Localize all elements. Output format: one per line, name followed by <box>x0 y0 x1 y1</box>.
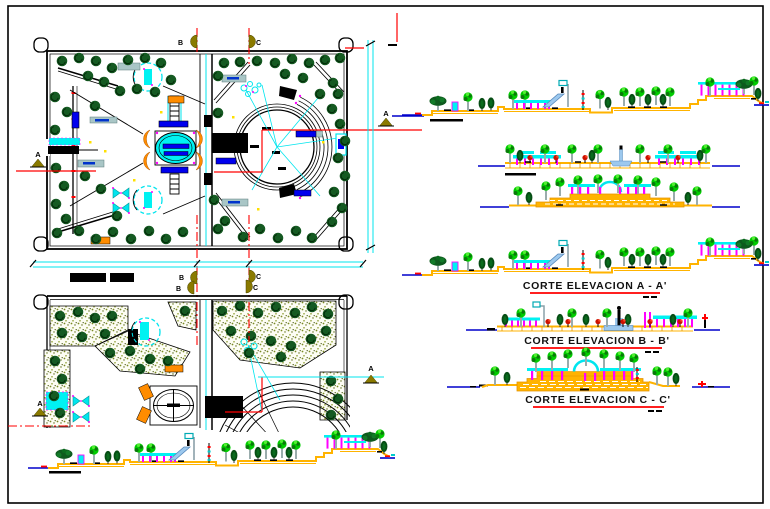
marker-a: A <box>383 109 389 118</box>
corridor <box>205 396 243 418</box>
bench-orange <box>167 95 185 104</box>
section-markers: B C A A <box>29 34 395 168</box>
scale-bar <box>430 119 463 122</box>
fountain-icon <box>609 145 633 167</box>
marker-a: A <box>368 364 374 373</box>
lamp-post-icon <box>536 305 545 327</box>
planting-beds <box>43 300 346 428</box>
scale-bar <box>49 471 81 474</box>
dimension-lines <box>29 40 376 268</box>
elevation-a-top <box>402 76 769 122</box>
marker-c: C <box>256 40 261 47</box>
section-markers: B B C C A A <box>31 269 380 417</box>
bench-blue <box>71 111 80 129</box>
marker-c: C <box>256 274 261 281</box>
amphitheater-circle <box>233 96 333 198</box>
entry-corridor <box>48 146 79 154</box>
marker-a: A <box>37 399 43 408</box>
corridor <box>212 133 248 153</box>
marker-b: B <box>178 40 183 47</box>
site-plan: B C A A <box>16 13 424 300</box>
label-corte-c: CORTE ELEVACION C - C' <box>525 394 670 406</box>
plan-title-block <box>70 273 106 282</box>
sheet-border <box>7 5 764 504</box>
fountain-jets <box>245 84 339 197</box>
entry-arrow-icon <box>69 146 98 154</box>
elevation-anfiteatro <box>480 174 740 208</box>
left-plaza <box>48 62 206 245</box>
bench-blue <box>160 166 189 174</box>
benches <box>71 62 141 168</box>
kiosk <box>144 192 152 208</box>
label-corte-a: CORTE ELEVACION A - A' <box>523 280 667 292</box>
marker-c: C <box>253 285 258 292</box>
elevation-corte-c: CORTE ELEVACION C - C' <box>447 347 730 412</box>
elevation-paseo <box>478 144 740 176</box>
label-corte-b: CORTE ELEVACION B - B' <box>524 335 669 347</box>
plan-title-block <box>110 273 134 282</box>
fountain-icon <box>603 306 634 331</box>
kiosk <box>144 69 152 85</box>
marker-b: B <box>179 275 184 282</box>
central-fountain <box>154 130 197 166</box>
marker-a: A <box>35 150 41 159</box>
elevation-corte-b: CORTE ELEVACION B - B' <box>466 301 720 353</box>
scale-bar <box>505 173 536 176</box>
section-lines <box>8 302 384 427</box>
marker-b: B <box>176 286 181 293</box>
spray <box>240 81 262 97</box>
elevation-corte-a: CORTE ELEVACION A - A' <box>402 236 769 298</box>
fountain <box>149 385 198 426</box>
right-plaza <box>212 61 347 241</box>
bench-blue <box>158 120 189 128</box>
elevation-bottom <box>28 429 395 474</box>
landscape-plan: B B C C A A <box>8 269 384 432</box>
